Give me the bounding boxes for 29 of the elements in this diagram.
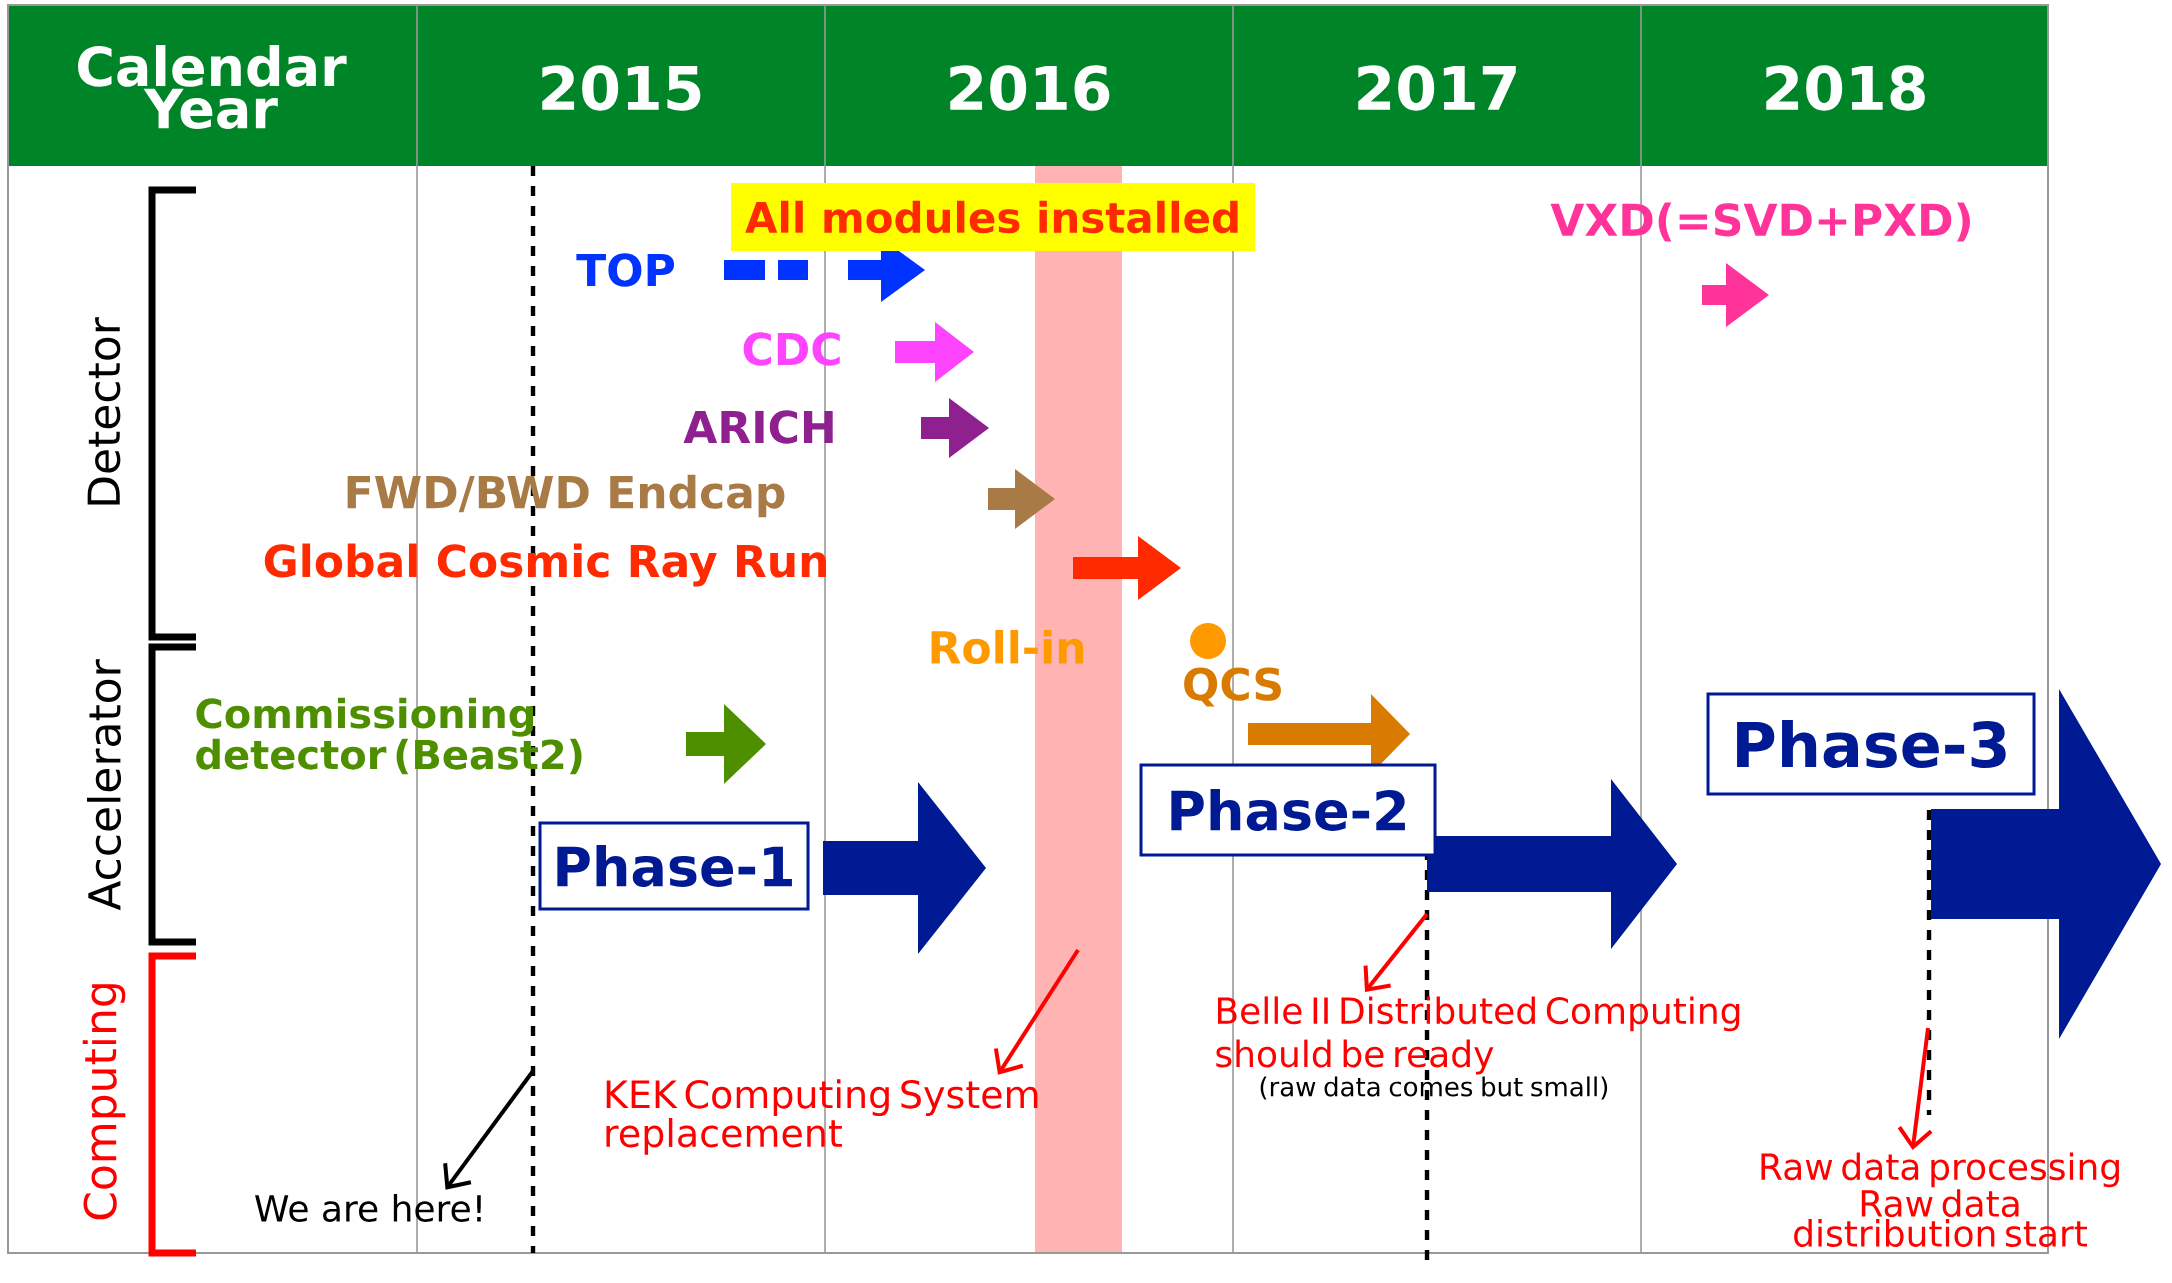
column-heading: 2015 [542,65,701,111]
phase-box: Phase-2 [1139,763,1437,857]
pointer-arrow [993,948,1080,1075]
item-label: Commissioning detector (Beast2) [196,697,582,775]
item-label: TOP [576,253,675,287]
pointer-arrow [443,1069,535,1190]
pointer-arrow [1363,912,1429,992]
note-text: KEK Computing System replacement [606,1079,1038,1155]
row-heading: Accelerator [87,659,122,911]
phase-box: Phase-3 [1706,692,2036,796]
column-heading: Calendar Year [78,45,347,129]
item-label: FWD/BWD Endcap [347,474,785,518]
column-heading: 2017 [1358,65,1516,111]
column-heading: 2016 [950,65,1110,111]
item-label: VXD(=SVD+PXD) [1550,202,1970,242]
item-label: ARICH [683,410,833,444]
milestone-box: All modules installed [731,183,1255,251]
row-heading: Computing [82,984,126,1220]
note-text: Raw data processing Raw data distribution start [1761,1152,2119,1247]
item-label: CDC [743,332,840,366]
phase-box: Phase-1 [538,821,810,911]
note-text: We are here! [255,1194,481,1222]
pointer-arrow [1897,1027,1933,1150]
item-label: QCS [1184,667,1281,707]
row-heading: Detector [87,317,121,505]
column-heading: 2018 [1766,65,1925,111]
item-label: Global Cosmic Ray Run [264,543,826,587]
item-label: Roll-in [931,629,1084,665]
note-text: Belle II Distributed Computing should be ready (raw data comes but small) [1216,996,1740,1100]
